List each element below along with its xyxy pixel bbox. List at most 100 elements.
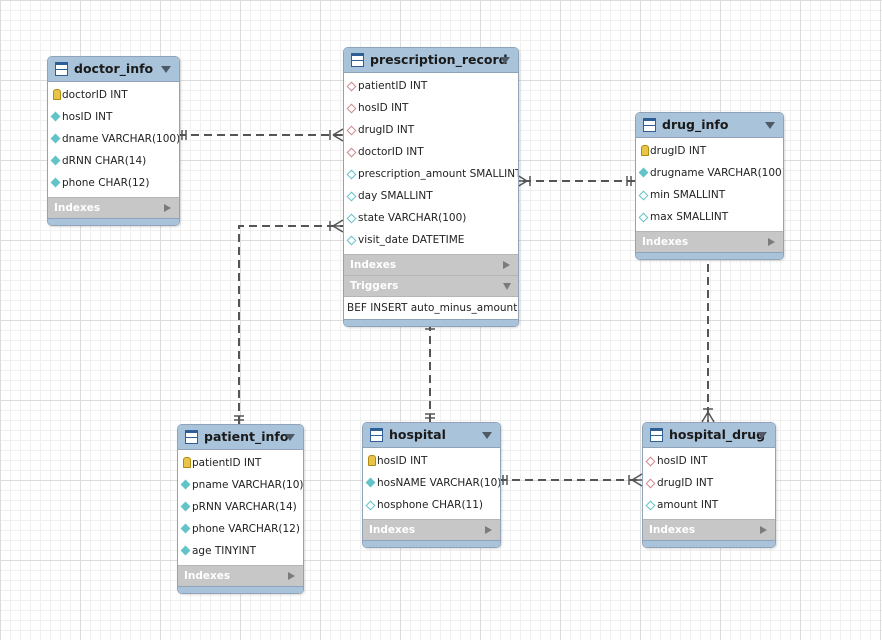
column-row[interactable]: prescription_amount SMALLINT <box>344 163 518 185</box>
column-row[interactable]: dname VARCHAR(100) <box>48 128 179 150</box>
column-row[interactable]: dRNN CHAR(14) <box>48 150 179 172</box>
column-label: pname VARCHAR(10) <box>192 479 304 491</box>
column-row[interactable]: doctorID INT <box>48 84 179 106</box>
column-row[interactable]: max SMALLINT <box>636 206 783 228</box>
column-row[interactable]: min SMALLINT <box>636 184 783 206</box>
one-marker-icon <box>626 176 632 186</box>
table-icon <box>185 430 198 444</box>
column-label: max SMALLINT <box>650 211 729 223</box>
column-row[interactable]: pRNN VARCHAR(14) <box>178 496 303 518</box>
column-row[interactable]: drugID INT <box>344 119 518 141</box>
column-row[interactable]: pname VARCHAR(10) <box>178 474 303 496</box>
column-empty-icon <box>346 235 357 246</box>
table-header[interactable]: hospital <box>363 423 500 448</box>
section-indexes[interactable]: Indexes <box>636 231 783 252</box>
column-row[interactable]: hosID INT <box>643 450 775 472</box>
collapsed-arrow-icon[interactable] <box>164 204 171 212</box>
primary-key-icon <box>183 457 191 468</box>
collapse-caret-icon[interactable] <box>482 432 492 439</box>
crows-foot-icon <box>329 128 344 142</box>
section-label: Indexes <box>649 524 696 536</box>
table-footer <box>363 540 500 547</box>
column-row[interactable]: hosNAME VARCHAR(10) <box>363 472 500 494</box>
column-row[interactable]: visit_date DATETIME <box>344 229 518 251</box>
section-indexes[interactable]: Indexes <box>363 519 500 540</box>
column-filled-icon <box>180 479 191 490</box>
column-list: drugID INT drugname VARCHAR(100)min SMALL… <box>636 138 783 231</box>
column-row[interactable]: drugID INT <box>636 140 783 162</box>
column-label: phone VARCHAR(12) <box>192 523 300 535</box>
collapsed-arrow-icon[interactable] <box>760 526 767 534</box>
column-label: doctorID INT <box>62 89 128 101</box>
table-footer <box>636 252 783 259</box>
column-row[interactable]: patientID INT <box>178 452 303 474</box>
table-header[interactable]: drug_info <box>636 113 783 138</box>
collapse-caret-icon[interactable] <box>285 434 295 441</box>
table-header[interactable]: doctor_info <box>48 57 179 82</box>
collapse-caret-icon[interactable] <box>765 122 775 129</box>
column-label: pRNN VARCHAR(14) <box>192 501 297 513</box>
column-row[interactable]: phone CHAR(12) <box>48 172 179 194</box>
column-label: dname VARCHAR(100) <box>62 133 180 145</box>
column-row[interactable]: hosID INT <box>363 450 500 472</box>
foreign-key-icon <box>346 147 357 158</box>
column-row[interactable]: hosID INT <box>48 106 179 128</box>
column-row[interactable]: day SMALLINT <box>344 185 518 207</box>
collapse-caret-icon[interactable] <box>500 57 510 64</box>
trigger-item[interactable]: BEF INSERT auto_minus_amount <box>344 296 518 319</box>
column-empty-icon <box>365 500 376 511</box>
collapsed-arrow-icon[interactable] <box>485 526 492 534</box>
section-indexes[interactable]: Indexes <box>178 565 303 586</box>
column-filled-icon <box>50 177 61 188</box>
table-drug-info[interactable]: drug_info drugID INT drugname VARCHAR(100)… <box>635 112 784 260</box>
column-label: hosID INT <box>657 455 708 467</box>
table-title: doctor_info <box>74 61 154 76</box>
column-row[interactable]: drugname VARCHAR(100) <box>636 162 783 184</box>
column-row[interactable]: hosphone CHAR(11) <box>363 494 500 516</box>
foreign-key-icon <box>645 478 656 489</box>
foreign-key-icon <box>346 125 357 136</box>
section-label: Indexes <box>54 202 101 214</box>
column-row[interactable]: state VARCHAR(100) <box>344 207 518 229</box>
collapse-caret-icon[interactable] <box>757 432 767 439</box>
collapsed-arrow-icon[interactable] <box>503 261 510 269</box>
column-row[interactable]: age TINYINT <box>178 540 303 562</box>
section-indexes[interactable]: Indexes <box>344 254 518 275</box>
column-row[interactable]: phone VARCHAR(12) <box>178 518 303 540</box>
foreign-key-icon <box>645 456 656 467</box>
column-filled-icon <box>365 477 376 488</box>
section-label: Indexes <box>184 570 231 582</box>
column-filled-icon <box>50 133 61 144</box>
column-row[interactable]: hosID INT <box>344 97 518 119</box>
column-row[interactable]: drugID INT <box>643 472 775 494</box>
table-title: hospital <box>389 427 446 442</box>
column-empty-icon <box>346 169 357 180</box>
table-doctor-info[interactable]: doctor_info doctorID INT hosID INT dname VA… <box>47 56 180 226</box>
table-header[interactable]: hospital_drug <box>643 423 775 448</box>
section-indexes[interactable]: Indexes <box>643 519 775 540</box>
column-label: drugID INT <box>650 145 707 157</box>
column-filled-icon <box>180 501 191 512</box>
one-marker-icon <box>502 475 508 485</box>
column-row[interactable]: amount INT <box>643 494 775 516</box>
expanded-arrow-icon[interactable] <box>503 283 511 290</box>
section-triggers[interactable]: Triggers <box>344 275 518 296</box>
column-row[interactable]: doctorID INT <box>344 141 518 163</box>
collapse-caret-icon[interactable] <box>161 66 171 73</box>
table-header[interactable]: prescription_record <box>344 48 518 73</box>
column-row[interactable]: patientID INT <box>344 75 518 97</box>
column-label: drugID INT <box>358 124 415 136</box>
section-indexes[interactable]: Indexes <box>48 197 179 218</box>
collapsed-arrow-icon[interactable] <box>768 238 775 246</box>
collapsed-arrow-icon[interactable] <box>288 572 295 580</box>
section-label: Indexes <box>369 524 416 536</box>
table-header[interactable]: patient_info <box>178 425 303 450</box>
section-label: Indexes <box>642 236 689 248</box>
column-label: day SMALLINT <box>358 190 433 202</box>
column-label: prescription_amount SMALLINT <box>358 168 519 180</box>
